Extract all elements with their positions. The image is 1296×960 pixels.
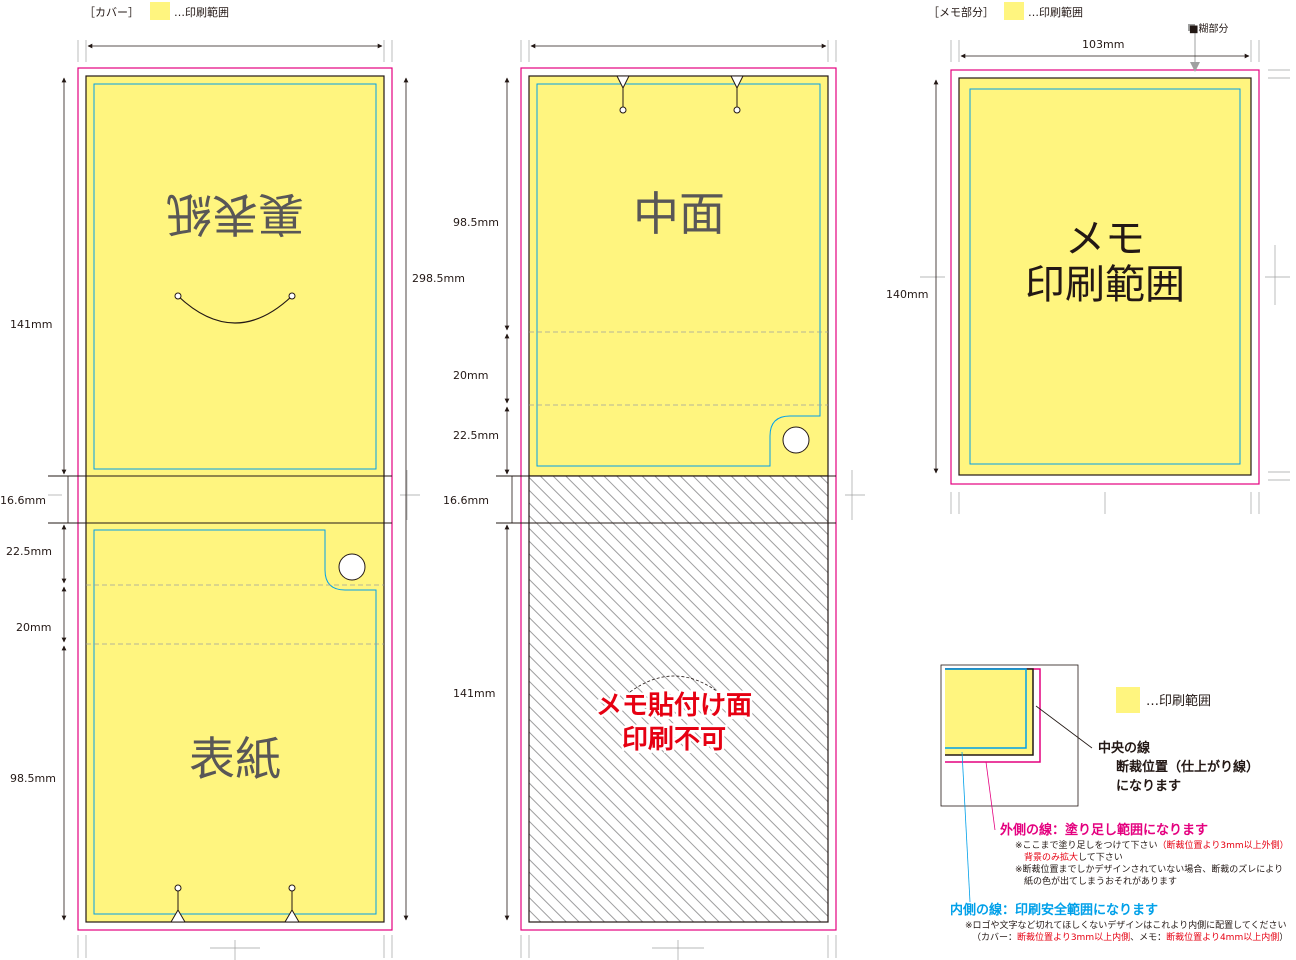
memo-title-line2: 印刷範囲: [1025, 262, 1185, 308]
svg-text:（カバー：断裁位置より3mm以上内側、メモ：断裁位置より4m: （カバー：断裁位置より3mm以上内側、メモ：断裁位置より4mm以上内側）: [972, 931, 1288, 943]
memo-dim-width: 103mm: [1082, 38, 1124, 51]
svg-text:背景のみ拡大して下さい: 背景のみ拡大して下さい: [1024, 851, 1123, 863]
inner-dim-16: 16.6mm: [443, 494, 489, 507]
explain-legend-text: …印刷範囲: [1146, 694, 1211, 709]
memo-title-line1: メモ: [1065, 216, 1145, 262]
inner-note2a: （カバー：: [972, 932, 1017, 943]
inner-line-title: 内側の線：印刷安全範囲になります: [950, 902, 1158, 918]
glue-label: ■糊部分: [1189, 22, 1228, 35]
outer-note2-red: 背景のみ拡大: [1024, 851, 1078, 863]
inner-crop-marks: [520, 40, 865, 960]
cover-panel: 裏表紙 表紙 141mm 298.5mm 16.6mm 22.5mm 20mm …: [0, 40, 465, 960]
outer-note3: ※断裁位置までしかデザインされていない場合、断裁のズレにより: [1015, 863, 1283, 875]
cover-dim-298: 298.5mm: [412, 272, 465, 285]
outer-note1: ※ここまで塗り足しをつけて下さい: [1015, 839, 1158, 851]
glue-square-icon: [1188, 24, 1195, 31]
cover-dim-16: 16.6mm: [0, 494, 46, 507]
inner-dim-20: 20mm: [453, 369, 488, 382]
inner-panel: 中面 メモ貼付け面 印刷不可 98.5mm 20mm 22.5mm 16.6mm…: [443, 40, 865, 960]
outer-line-title: 外側の線：塗り足し範囲になります: [999, 822, 1208, 838]
cover-legend-swatch: [150, 2, 170, 20]
cover-dim-141: 141mm: [10, 318, 52, 331]
inner-dim-141: 141mm: [453, 687, 495, 700]
outer-note4: 紙の色が出てしまうおそれがあります: [1024, 875, 1177, 887]
inner-dim-98: 98.5mm: [453, 216, 499, 229]
cover-legend-text: …印刷範囲: [174, 6, 229, 19]
cover-dim-20: 20mm: [16, 621, 51, 634]
cover-dim-22: 22.5mm: [6, 545, 52, 558]
inner-dim-22: 22.5mm: [453, 429, 499, 442]
memo-legend-text: …印刷範囲: [1028, 6, 1083, 19]
inner-note1: ※ロゴや文字など切れてほしくないデザインはこれより内側に配置してください: [965, 919, 1287, 931]
cover-legend-label: ［カバー］: [84, 6, 139, 19]
center-line-desc1: 断裁位置（仕上がり線）: [1116, 759, 1259, 775]
cover-front-title: 表紙: [189, 732, 281, 786]
inner-note2e: ）: [1279, 932, 1288, 943]
outer-note1-red: （断裁位置より3mm以上外側）: [1158, 839, 1289, 851]
memo-crop-marks: [920, 40, 1290, 514]
center-line-desc2: になります: [1116, 779, 1181, 794]
memo-area-warning-line2: 印刷不可: [622, 725, 726, 755]
inner-note2d: 断裁位置より4mm以上内側: [1166, 931, 1279, 943]
inner-note2c: 、メモ：: [1130, 933, 1166, 943]
explain-legend-swatch: [1116, 687, 1140, 713]
cover-back-title: 裏表紙: [166, 187, 304, 241]
center-line-title: 中央の線: [1098, 740, 1151, 756]
memo-panel: ■糊部分 メモ 印刷範囲 103mm 140mm: [886, 22, 1290, 514]
explanation-panel: …印刷範囲 中央の線 断裁位置（仕上がり線） になります 外側の線：塗り足し範囲…: [940, 664, 1289, 943]
svg-text:※ここまで塗り足しをつけて下さい（断裁位置より3mm以上外側: ※ここまで塗り足しをつけて下さい（断裁位置より3mm以上外側）: [1015, 839, 1289, 851]
memo-dim-height: 140mm: [886, 288, 928, 301]
inner-title: 中面: [633, 187, 725, 241]
memo-legend-swatch: [1004, 2, 1024, 20]
memo-legend-label: ［メモ部分］: [928, 6, 994, 19]
memo-area-warning-line1: メモ貼付け面: [596, 690, 752, 721]
inner-note2b: 断裁位置より3mm以上内側: [1017, 931, 1130, 943]
cover-dim-98: 98.5mm: [10, 772, 56, 785]
outer-note2: して下さい: [1078, 852, 1123, 863]
